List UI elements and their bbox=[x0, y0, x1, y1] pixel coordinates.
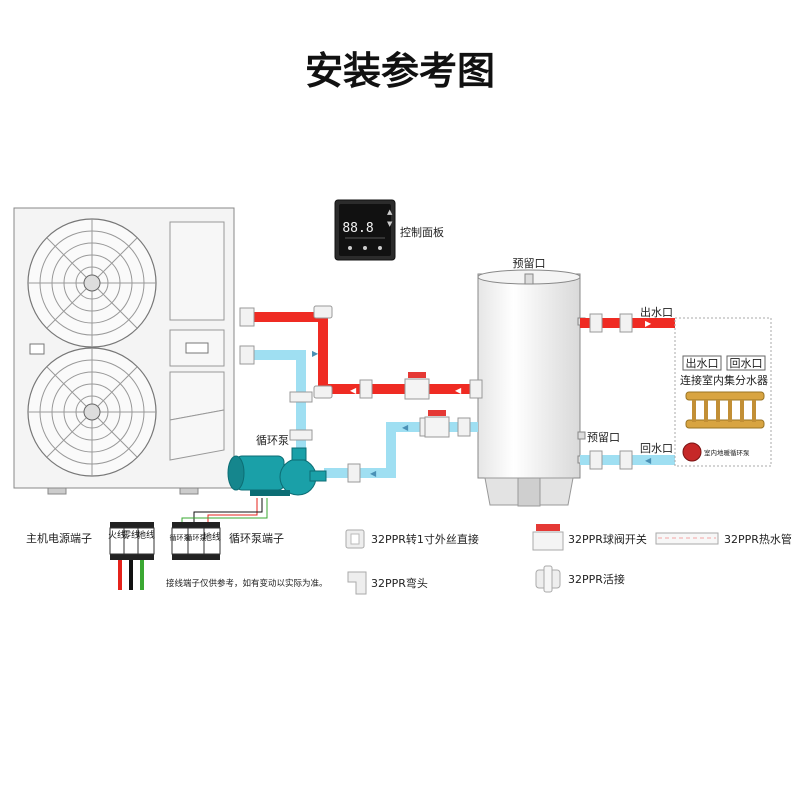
terminal-ground: 地线 bbox=[137, 529, 155, 541]
manifold-outlet-label: 出水口 bbox=[686, 356, 719, 370]
pipe-fittings bbox=[239, 305, 633, 483]
legend-union-icon bbox=[535, 565, 561, 593]
flow-arrow-icon: ◀ bbox=[370, 469, 377, 478]
flow-arrow-icon: ◀ bbox=[330, 353, 337, 362]
legend-adapter-icon bbox=[345, 529, 365, 549]
legend-elbow-icon bbox=[347, 571, 367, 595]
floor-pump-label: 室内地暖循环泵 bbox=[704, 448, 750, 457]
flow-arrow-icon: ▶ bbox=[312, 349, 319, 358]
flow-arrow-icon: ▶ bbox=[645, 319, 652, 328]
control-panel-device: 88.8 ▲ ▼ bbox=[334, 199, 396, 261]
diagram-title: 安装参考图 bbox=[305, 49, 495, 93]
terminal-live: 火线 bbox=[108, 529, 126, 541]
flow-arrow-icon: ◀ bbox=[402, 423, 409, 432]
legend-valve-icon bbox=[532, 524, 564, 551]
down-arrow-icon: ▼ bbox=[387, 220, 393, 228]
manifold-return-label: 回水口 bbox=[730, 357, 763, 370]
flow-arrow-icon: ◀ bbox=[455, 386, 462, 395]
legend: 32PPR转1寸外丝直接 32PPR球阀开关 32PPR热水管 32PPR弯头 … bbox=[345, 524, 792, 595]
reserved-port-top-label: 预留口 bbox=[513, 257, 546, 270]
flow-arrow-icon: ◀ bbox=[645, 456, 652, 465]
ball-valve-cold bbox=[424, 410, 450, 438]
manifold-panel bbox=[674, 317, 772, 467]
circulation-pump bbox=[227, 447, 327, 496]
legend-adapter-label: 32PPR转1寸外丝直接 bbox=[371, 532, 479, 546]
legend-valve-label: 32PPR球阀开关 bbox=[568, 532, 647, 546]
wiring-note: 接线端子仅供参考，如有变动以实际为准。 bbox=[166, 578, 328, 589]
terminal-pump-2: 循环泵 bbox=[186, 533, 207, 542]
main-power-terminal-block bbox=[109, 522, 155, 560]
terminal-neutral: 零线 bbox=[122, 529, 140, 541]
legend-union-label: 32PPR活接 bbox=[568, 573, 625, 586]
hot-supply-pipe: ◀ ◀ ◀ bbox=[250, 312, 478, 395]
legend-hot-pipe-icon bbox=[655, 532, 719, 545]
ball-valve-hot bbox=[404, 372, 430, 400]
control-panel-label: 控制面板 bbox=[400, 225, 444, 239]
wires bbox=[118, 498, 268, 590]
heat-pump-unit bbox=[13, 207, 235, 495]
terminal-pump-ground: 地线 bbox=[203, 531, 221, 543]
up-arrow-icon: ▲ bbox=[387, 208, 393, 216]
flow-arrow-icon: ◀ bbox=[350, 386, 357, 395]
return-label: 回水口 bbox=[640, 442, 673, 455]
legend-elbow-label: 32PPR弯头 bbox=[371, 576, 428, 590]
outlet-label: 出水口 bbox=[640, 305, 673, 319]
pump-terminal-label: 循环泵端子 bbox=[229, 532, 284, 545]
terminal-pump-1: 循环泵 bbox=[170, 533, 191, 542]
reserved-port-mid-label: 预留口 bbox=[587, 431, 620, 444]
fan-lower bbox=[27, 347, 157, 477]
water-tank bbox=[477, 269, 586, 507]
controller-display: 88.8 bbox=[342, 221, 373, 236]
main-power-terminal-label: 主机电源端子 bbox=[26, 531, 92, 545]
manifold-title-label: 连接室内集分水器 bbox=[680, 373, 768, 387]
pump-terminal-block bbox=[171, 522, 221, 560]
circulation-pump-label: 循环泵 bbox=[256, 434, 289, 447]
legend-hot-pipe-label: 32PPR热水管 bbox=[724, 532, 792, 546]
fan-upper bbox=[27, 218, 157, 348]
